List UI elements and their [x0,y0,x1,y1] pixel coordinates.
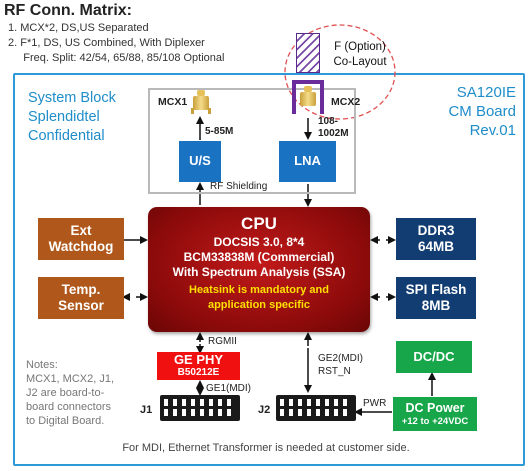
f-option-line-2: Co-Layout [333,56,387,68]
board-info: SA120IE CM Board Rev.01 [448,83,516,140]
notes-line-1: MCX1, MCX2, J1, [26,373,115,385]
f-option-line-1: F (Option) [334,41,386,53]
cpu-line-3: With Spectrum Analysis (SSA) [172,265,346,279]
j2-connector-icon [276,395,356,421]
cpu-block: CPU DOCSIS 3.0, 8*4 BCM33838M (Commercia… [148,207,370,332]
board-revision: Rev.01 [469,122,516,139]
spi-flash-line-2: 8MB [421,298,451,313]
rf-shielding-area [148,88,356,194]
rf-matrix-title: RF Conn. Matrix: [4,2,132,19]
notes: Notes: MCX1, MCX2, J1, J2 are board-to- … [26,358,114,428]
notes-title: Notes: [26,359,58,371]
temp-sensor-block: Temp. Sensor [38,277,124,319]
mcx2-connector-icon [292,80,324,114]
rf-matrix-line-3: Freq. Split: 42/54, 65/88, 85/108 Option… [8,52,225,64]
ge1-label: GE1(MDI) [206,383,251,394]
j2-label: J2 [258,404,271,416]
ddr3-block: DDR3 64MB [396,218,476,260]
spi-flash-block: SPI Flash 8MB [396,277,476,319]
ext-watchdog-block: Ext Watchdog [38,218,124,260]
ddr3-line-1: DDR3 [417,223,455,239]
mcx1-label: MCX1 [158,96,188,108]
f-option-circle [284,24,396,120]
cpu-heatsink-note-1: Heatsink is mandatory and [189,284,329,296]
board-outline [13,73,525,466]
system-block-label: System Block Splendidtel Confidential [28,89,116,146]
cpu-heatsink-note-2: application specific [207,299,311,311]
system-block-line-2: Splendidtel [28,109,100,125]
dc-power-block: DC Power +12 to +24VDC [393,397,477,431]
rf-shielding-label: RF Shielding [208,181,270,192]
ddr3-line-2: 64MB [417,239,454,254]
cpu-title: CPU [241,214,277,233]
system-block-line-3: Confidential [28,128,105,144]
footer-note: For MDI, Ethernet Transformer is needed … [122,442,410,454]
rf-matrix-line-2: 2. F*1, DS, US Combined, With Diplexer [8,37,205,49]
ext-watchdog-line-1: Ext [70,223,92,239]
ge2-line-2: RST_N [318,366,351,377]
dcdc-block: DC/DC [396,341,472,373]
rf-matrix-line-1: 1. MCX*2, DS,US Separated [8,22,149,34]
cpu-line-1: DOCSIS 3.0, 8*4 [213,235,305,249]
ge-phy-block: GE PHY B50212E [157,352,240,380]
dc-power-line-2: +12 to +24VDC [401,415,469,427]
cpu-line-2: BCM33838M (Commercial) [183,250,335,264]
spi-flash-line-1: SPI Flash [405,282,467,298]
ge-phy-line-2: B50212E [177,367,220,378]
mcx1-freq: 5-85M [205,126,234,137]
temp-sensor-line-1: Temp. [61,282,101,298]
ge2-line-1: GE2(MDI) [318,353,363,364]
rgmii-label: RGMII [208,336,237,347]
us-block: U/S [179,141,221,182]
system-block-line-1: System Block [28,90,116,106]
f-connector-icon [296,33,320,73]
notes-line-2: J2 are board-to- [26,387,105,399]
mcx2-label: MCX2 [331,96,361,108]
mcx2-freq-line-2: 1002M [318,128,349,139]
f-option-label: F (Option) Co-Layout [330,40,390,70]
mcx2-freq: 108- 1002M [318,116,349,140]
mcx1-connector-icon [190,90,212,114]
dc-power-line-1: DC Power [405,400,465,415]
notes-line-4: to Digital Board. [26,415,105,427]
j1-connector-icon [160,395,240,421]
pwr-label: PWR [363,398,387,409]
ge2-label: GE2(MDI) RST_N [318,352,363,378]
j1-label: J1 [140,404,153,416]
lna-block: LNA [279,141,336,182]
board-type: CM Board [448,103,516,120]
board-model: SA120IE [456,84,516,101]
ext-watchdog-line-2: Watchdog [48,239,114,254]
temp-sensor-line-2: Sensor [58,298,104,313]
ge-phy-line-1: GE PHY [173,352,224,367]
mcx2-freq-line-1: 108- [318,116,339,127]
notes-line-3: board connectors [26,401,111,413]
